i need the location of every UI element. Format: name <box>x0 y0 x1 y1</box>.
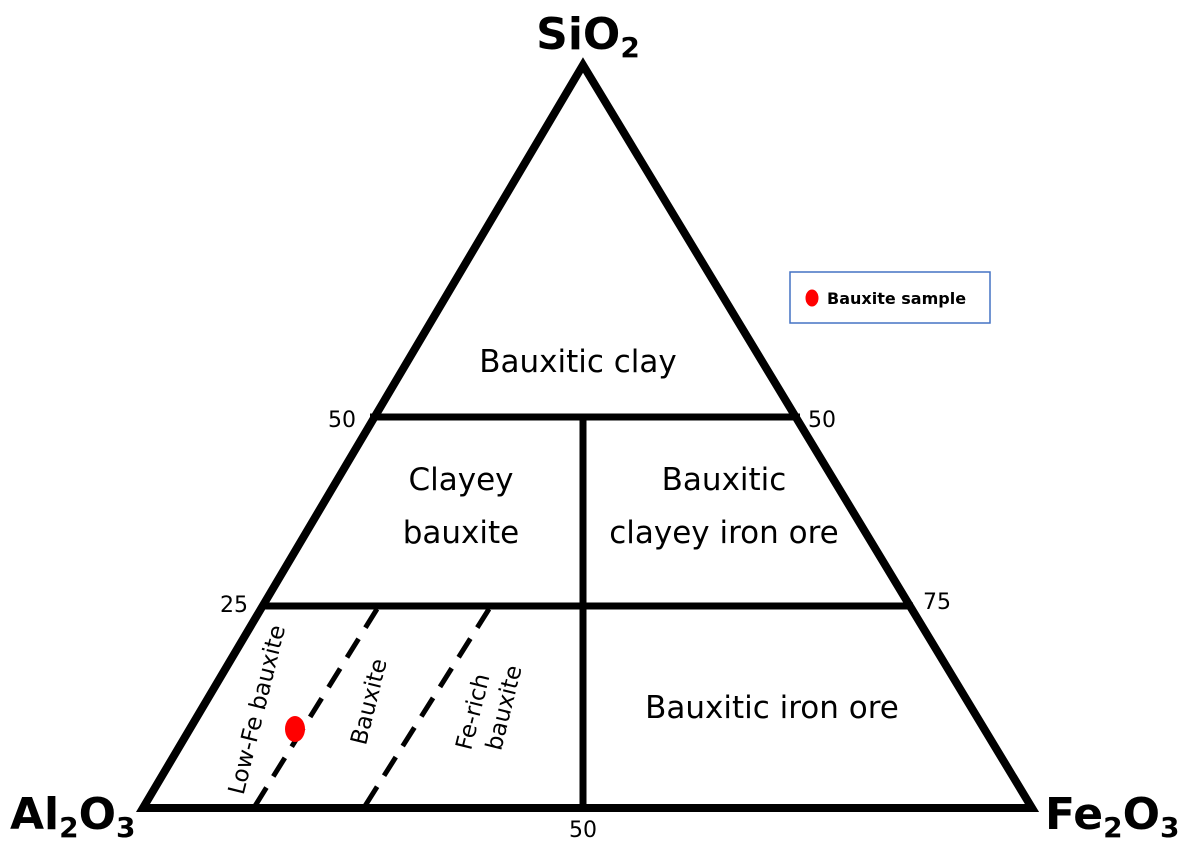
ternary-triangle <box>135 57 1040 812</box>
tick-label-bottom-50: 50 <box>569 818 597 843</box>
dashed-divider-low-fe <box>252 607 380 808</box>
legend: Bauxite sample <box>789 271 991 324</box>
region-bauxitic-clay: Bauxitic clay <box>479 344 677 380</box>
tick-label-left-50: 50 <box>328 408 356 433</box>
region-clayey-bauxite-line1: Clayey <box>408 462 513 498</box>
tick-label-left-25: 25 <box>220 593 248 618</box>
region-clayey-bauxite-line2: bauxite <box>403 515 520 551</box>
tick-label-right-75: 75 <box>923 590 951 615</box>
region-bauxitic-iron-ore: Bauxitic iron ore <box>645 690 899 726</box>
sample-point-bauxite <box>285 716 305 742</box>
vertex-label-fe2o3: Fe2O3 <box>1045 789 1179 844</box>
legend-label: Bauxite sample <box>827 289 966 308</box>
vertex-label-sio2: SiO2 <box>536 9 640 64</box>
dashed-divider-fe-rich <box>362 607 492 808</box>
vertex-label-al2o3: Al2O3 <box>10 789 136 844</box>
legend-box <box>789 271 991 324</box>
region-bauxitic-clayey-iron-ore-line2: clayey iron ore <box>609 515 839 551</box>
region-bauxitic-clayey-iron-ore-line1: Bauxitic <box>662 462 787 498</box>
tick-label-right-50: 50 <box>808 408 836 433</box>
region-bauxite: Bauxite <box>346 656 392 747</box>
legend-marker-icon <box>805 289 819 307</box>
